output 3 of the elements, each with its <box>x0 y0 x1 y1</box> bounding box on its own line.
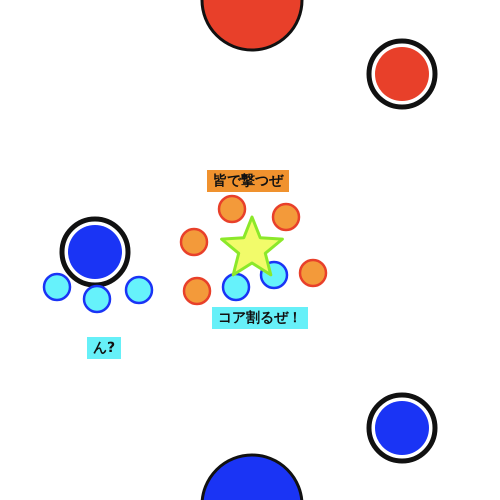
speech-label: コア割るぜ！ <box>212 307 308 329</box>
speech-label: ん? <box>87 337 122 359</box>
speech-label: 皆で撃つぜ <box>207 170 289 192</box>
